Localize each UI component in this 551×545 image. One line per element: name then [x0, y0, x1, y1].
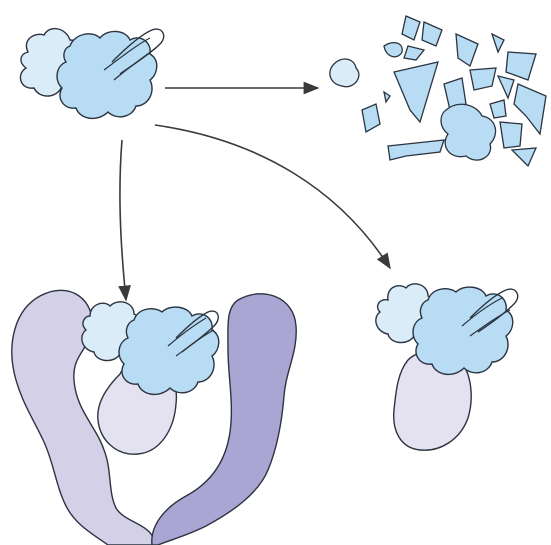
fragment: [362, 104, 380, 132]
fragment: [492, 34, 504, 52]
arrow-to-rescue: [155, 125, 390, 268]
fragment: [456, 34, 478, 66]
fragment: [500, 122, 522, 148]
fragment: [388, 140, 444, 160]
arrow-to-chaperone: [120, 140, 126, 300]
fragment: [498, 76, 514, 98]
fragment: [490, 100, 506, 118]
source-protein: [20, 29, 163, 119]
rescued-protein: [376, 284, 518, 450]
fragment: [506, 52, 536, 80]
fragment: [470, 68, 496, 90]
fragment: [330, 59, 359, 87]
degraded-fragments: [330, 16, 546, 166]
fragment: [404, 46, 424, 60]
fragment: [441, 104, 496, 160]
protein-main-domain: [57, 31, 157, 118]
bound-protein-main-domain: [119, 307, 219, 394]
fragment: [512, 148, 536, 166]
fragment: [384, 43, 402, 57]
fragment: [384, 92, 390, 102]
chaperone-complex: [12, 290, 296, 545]
fragment: [394, 62, 438, 122]
fragment: [402, 16, 420, 40]
fragment: [422, 22, 442, 46]
